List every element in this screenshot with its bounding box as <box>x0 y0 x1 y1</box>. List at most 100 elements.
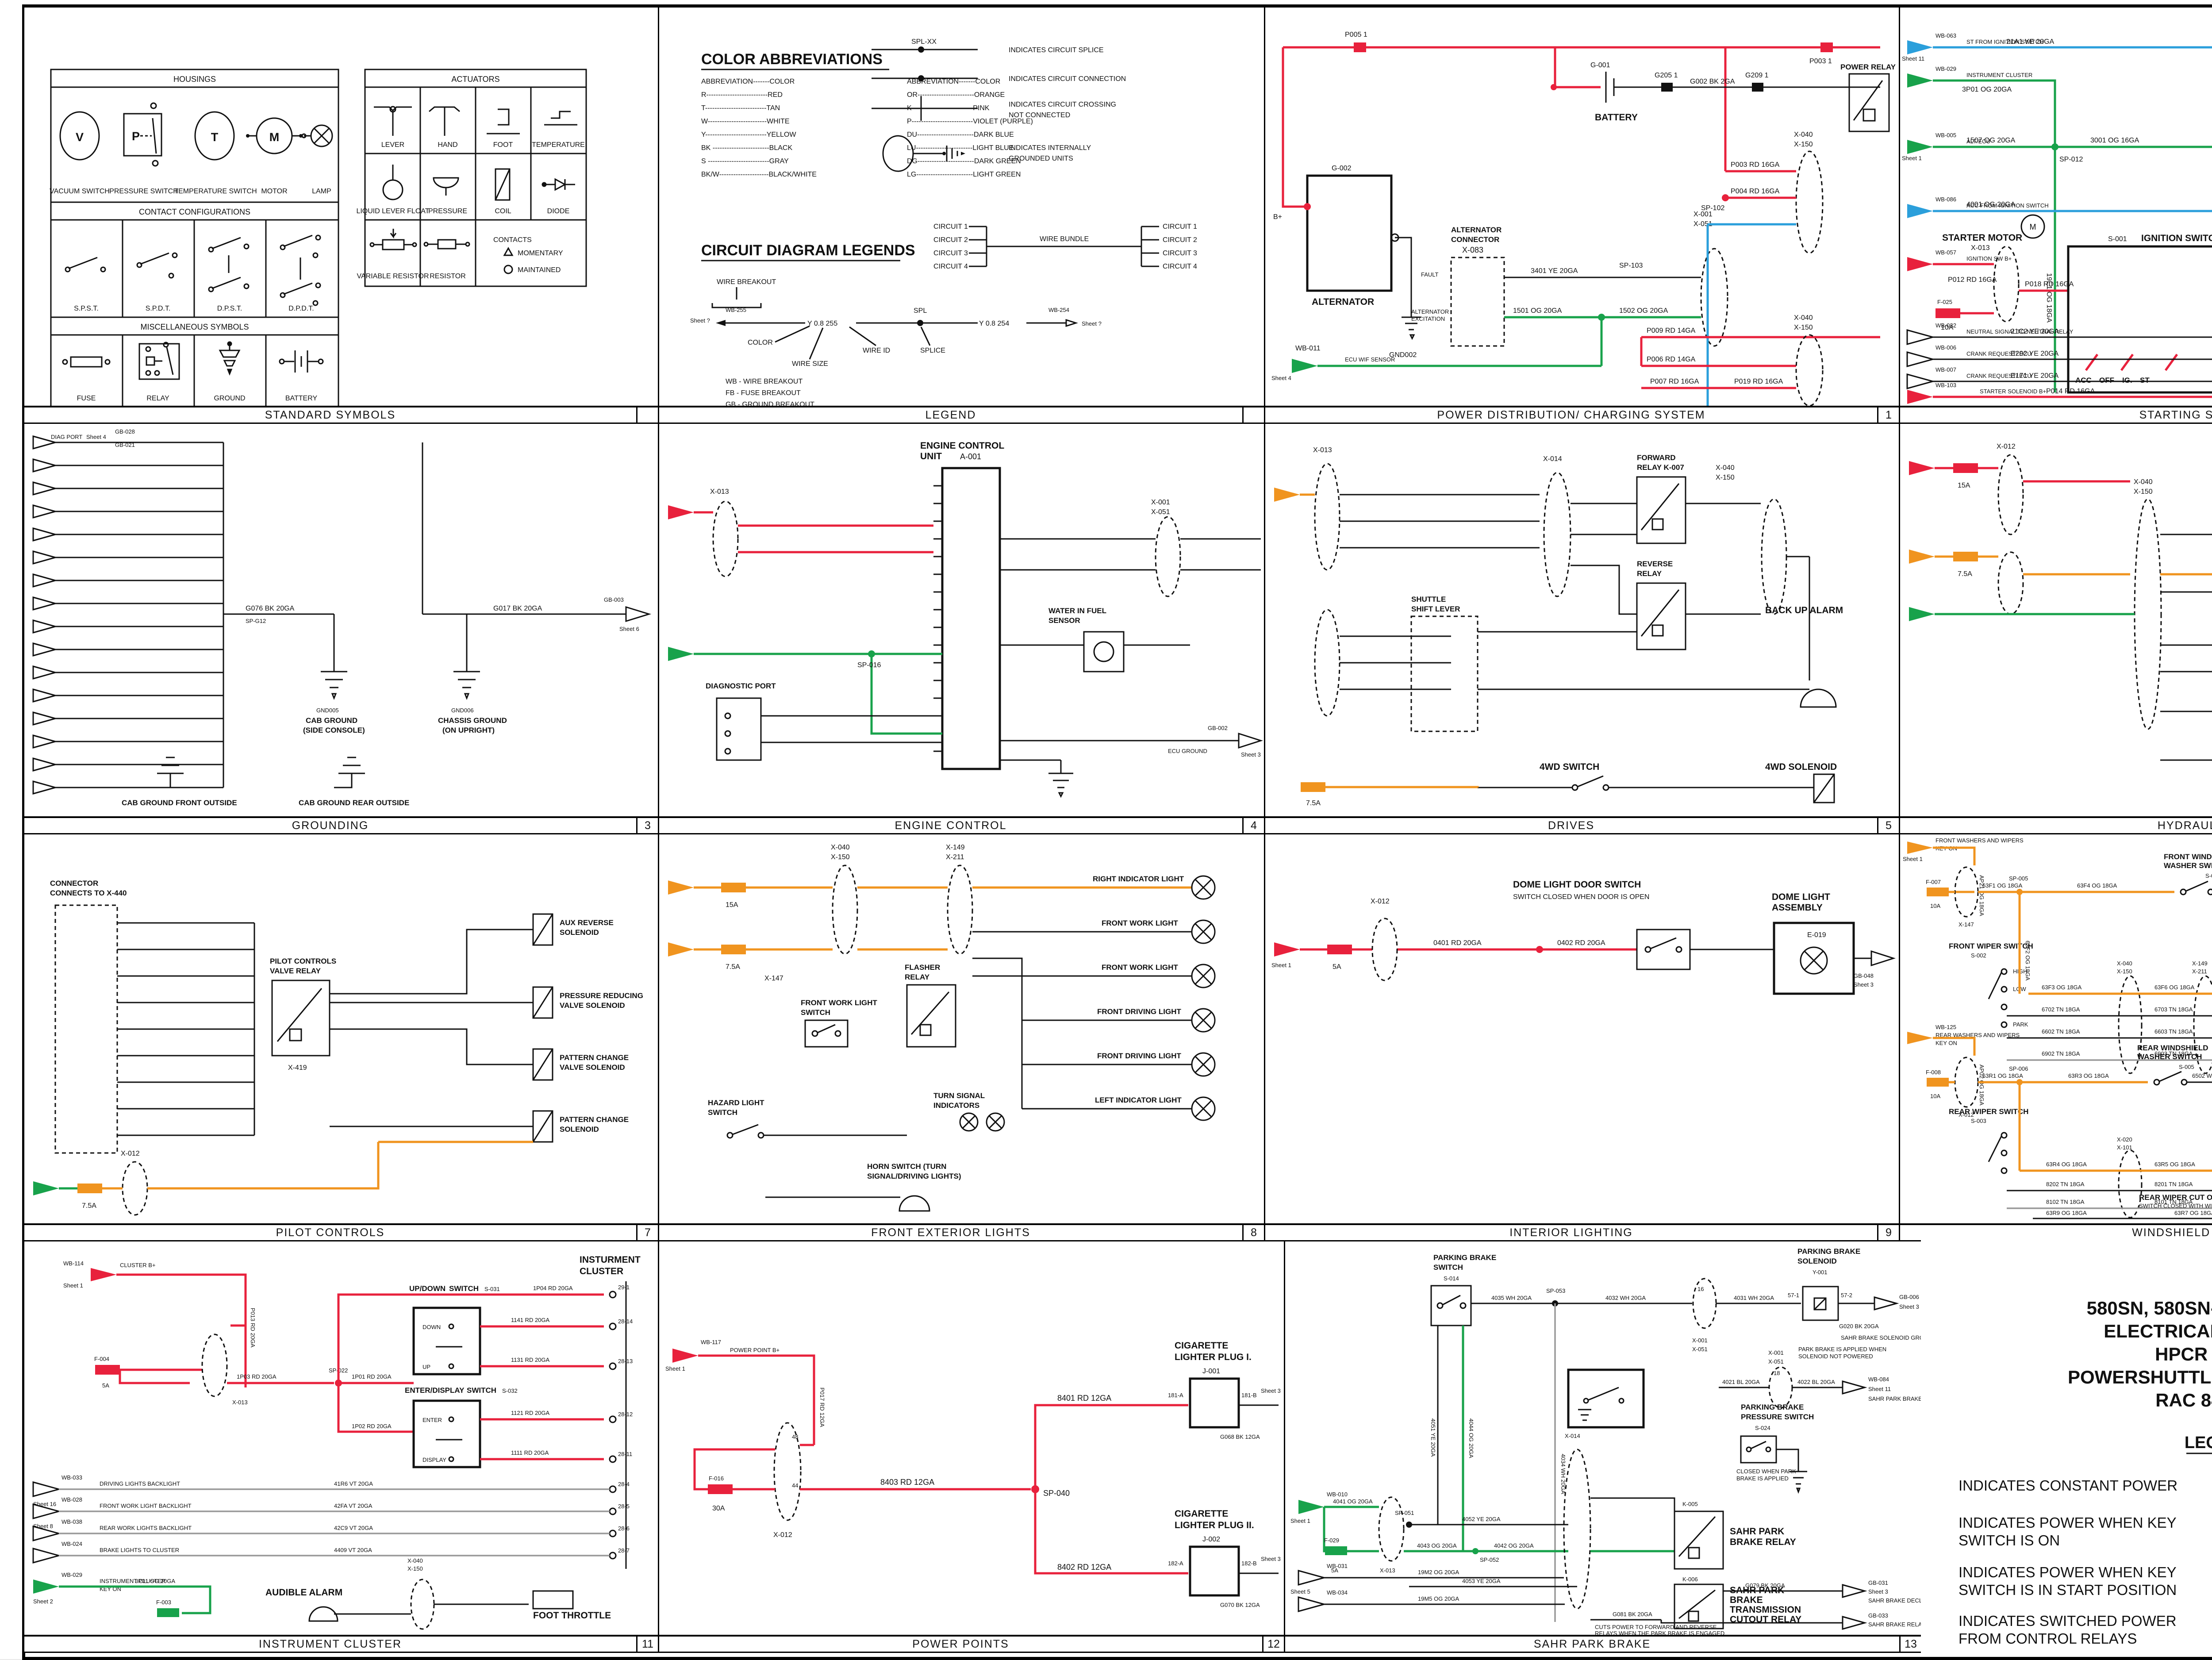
svg-text:SP-040: SP-040 <box>1043 1489 1070 1498</box>
connector-x149 <box>2193 975 2212 1074</box>
forward-relay <box>1636 476 1686 544</box>
svg-text:G-002: G-002 <box>1332 165 1352 172</box>
svg-text:8102 TN 18GA: 8102 TN 18GA <box>2046 1199 2085 1205</box>
svg-text:HORN SWITCH (TURN: HORN SWITCH (TURN <box>867 1162 946 1171</box>
svg-text:X-014: X-014 <box>1565 1433 1580 1439</box>
svg-text:63R5 OG 18GA: 63R5 OG 18GA <box>2154 1161 2195 1168</box>
svg-text:ENGINE CONTROL: ENGINE CONTROL <box>920 441 1004 451</box>
svg-text:63F4 OG 18GA: 63F4 OG 18GA <box>2077 882 2117 889</box>
svg-text:SP-052: SP-052 <box>1480 1556 1499 1563</box>
svg-text:P018 RD 16GA: P018 RD 16GA <box>2025 281 2074 288</box>
panel-title: HYDRAULICS <box>2157 819 2212 832</box>
connector-x013 <box>201 1333 228 1397</box>
svg-text:WIRE SIZE: WIRE SIZE <box>792 360 828 368</box>
svg-text:4053 YE 20GA: 4053 YE 20GA <box>1462 1578 1501 1584</box>
fuse-icon <box>1936 308 1960 318</box>
svg-text:WB-011: WB-011 <box>1295 345 1321 352</box>
svg-text:28-6: 28-6 <box>618 1525 630 1532</box>
svg-text:SIGNAL/DRIVING LIGHTS): SIGNAL/DRIVING LIGHTS) <box>867 1172 961 1180</box>
svg-text:29-1: 29-1 <box>618 1284 630 1291</box>
svg-text:ACC: ACC <box>2075 376 2092 384</box>
svg-text:SENSOR: SENSOR <box>1048 616 1080 625</box>
svg-text:Sheet 3: Sheet 3 <box>1899 1303 1919 1310</box>
vacuum-switch-icon: V <box>59 111 100 161</box>
svg-text:S --------------------------GR: S --------------------------GRAY <box>701 158 789 165</box>
svg-text:4021 BL 20GA: 4021 BL 20GA <box>1722 1379 1760 1385</box>
actuator-icons <box>369 106 577 250</box>
panel-number <box>1242 407 1264 423</box>
svg-text:WB-031: WB-031 <box>1327 1563 1348 1569</box>
panel-title: LEGEND <box>925 408 976 421</box>
connector-x040 <box>410 1579 435 1630</box>
fuse-icon <box>1927 888 1949 896</box>
enter-display-switch: ENTER DISPLAY <box>412 1399 481 1468</box>
svg-text:7.5A: 7.5A <box>82 1202 96 1210</box>
svg-text:CRANK REQUEST/ ECU: CRANK REQUEST/ ECU <box>1966 373 2032 379</box>
inset-switch <box>1567 1368 1645 1429</box>
svg-text:INSTRUMENT CLUSTER: INSTRUMENT CLUSTER <box>1966 72 2032 78</box>
svg-text:VALVE SOLENOID: VALVE SOLENOID <box>560 1063 625 1072</box>
parking-brake-pressure-switch <box>1740 1435 1807 1494</box>
svg-text:Sheet ?: Sheet ? <box>1082 320 1102 327</box>
fuse-icon <box>1927 1078 1949 1087</box>
svg-text:21C2 YE 20GA: 21C2 YE 20GA <box>2011 328 2059 335</box>
sheet-arrow-icon <box>1909 461 1935 475</box>
svg-text:FRONT WINDSHIELD: FRONT WINDSHIELD <box>2164 853 2212 861</box>
svg-text:ECU GROUND: ECU GROUND <box>1168 748 1207 754</box>
connector-x013 <box>1314 463 1340 571</box>
svg-text:ABBREVIATION-------COLOR: ABBREVIATION-------COLOR <box>907 78 1000 85</box>
sheet-arrow-icon <box>1870 950 1896 967</box>
sheet-arrow-icon <box>1065 319 1078 327</box>
svg-text:HAZARD LIGHT: HAZARD LIGHT <box>708 1099 764 1107</box>
svg-text:INDICATES CONSTANT POWER: INDICATES CONSTANT POWER <box>1959 1477 2177 1494</box>
svg-text:LIGHTER PLUG II.: LIGHTER PLUG II. <box>1175 1520 1254 1530</box>
pressure-switch-icon: P <box>123 102 162 167</box>
svg-text:1131 RD 20GA: 1131 RD 20GA <box>511 1356 550 1363</box>
svg-text:NEUTRAL SIGNAL TO NEUTRAL RELA: NEUTRAL SIGNAL TO NEUTRAL RELAY <box>1966 328 2074 335</box>
sheet-arrow-icon <box>33 1181 59 1195</box>
sheet-arrow-icon <box>1298 1570 1327 1586</box>
svg-text:P: P <box>132 130 140 143</box>
horn-icon <box>765 1195 930 1212</box>
svg-text:DG------------------------DARK: DG------------------------DARK GREEN <box>907 158 1021 165</box>
svg-text:1502 OG 20GA: 1502 OG 20GA <box>1619 307 1668 315</box>
svg-text:F-008: F-008 <box>1926 1069 1941 1076</box>
svg-text:ABBREVIATION-------COLOR: ABBREVIATION-------COLOR <box>701 78 795 85</box>
svg-text:STARTER SOLENOID B+: STARTER SOLENOID B+ <box>1980 388 2046 395</box>
sheet-arrow-icon <box>668 880 694 895</box>
svg-text:WB-006: WB-006 <box>1936 344 1956 351</box>
svg-text:FUSE: FUSE <box>77 395 96 402</box>
svg-text:AUX REVERSE: AUX REVERSE <box>560 918 614 927</box>
svg-text:Sheet 11: Sheet 11 <box>1902 55 1924 62</box>
fuse-icon <box>1325 1546 1347 1555</box>
svg-text:G017 BK 20GA: G017 BK 20GA <box>493 605 542 612</box>
panel-hydraulics: 15A X-012 7.5A X-040 X-150 RETURN TO DIG… <box>1899 423 2212 834</box>
svg-text:SWITCH: SWITCH <box>1433 1263 1463 1272</box>
water-in-fuel-sensor <box>1083 631 1125 672</box>
connector-x012 <box>1997 454 2024 535</box>
sheet-arrow-icon <box>1907 390 1933 404</box>
svg-text:WB-103: WB-103 <box>1936 382 1956 388</box>
svg-text:8101 TN 18GA: 8101 TN 18GA <box>2154 1199 2193 1205</box>
instrument-cluster-drawing: WB-114 CLUSTER B+ Sheet 1 P013 RD 20GA X… <box>32 1255 641 1630</box>
connector-x020 <box>2118 1149 2143 1218</box>
svg-text:WB-255: WB-255 <box>726 307 746 313</box>
svg-text:B+: B+ <box>1273 213 1282 221</box>
backup-alarm-icon <box>1786 556 1837 708</box>
svg-text:P005 1: P005 1 <box>1345 31 1367 38</box>
svg-text:PARKING BRAKE: PARKING BRAKE <box>1741 1403 1804 1411</box>
svg-text:X-013: X-013 <box>232 1399 248 1406</box>
svg-text:SOLENOID: SOLENOID <box>1797 1257 1837 1265</box>
svg-text:CIRCUIT DIAGRAM LEGENDS: CIRCUIT DIAGRAM LEGENDS <box>701 242 915 259</box>
svg-text:X-150: X-150 <box>831 853 850 861</box>
ground-icon <box>1000 759 1073 798</box>
svg-text:WATER IN FUEL: WATER IN FUEL <box>1048 607 1106 615</box>
splice-icon <box>1752 83 1763 92</box>
svg-text:SAHR PARK BRAKE SIGNAL TO CLUS: SAHR PARK BRAKE SIGNAL TO CLUSTER <box>1868 1395 1921 1402</box>
svg-text:SWITCH IS IN START POSITION: SWITCH IS IN START POSITION <box>1959 1582 2177 1598</box>
fuse-icon <box>721 945 746 954</box>
svg-text:63R3 OG 18GA: 63R3 OG 18GA <box>2068 1072 2109 1079</box>
svg-text:DOME LIGHT: DOME LIGHT <box>1772 892 1830 902</box>
svg-text:FRONT WORK LIGHT: FRONT WORK LIGHT <box>801 999 877 1007</box>
